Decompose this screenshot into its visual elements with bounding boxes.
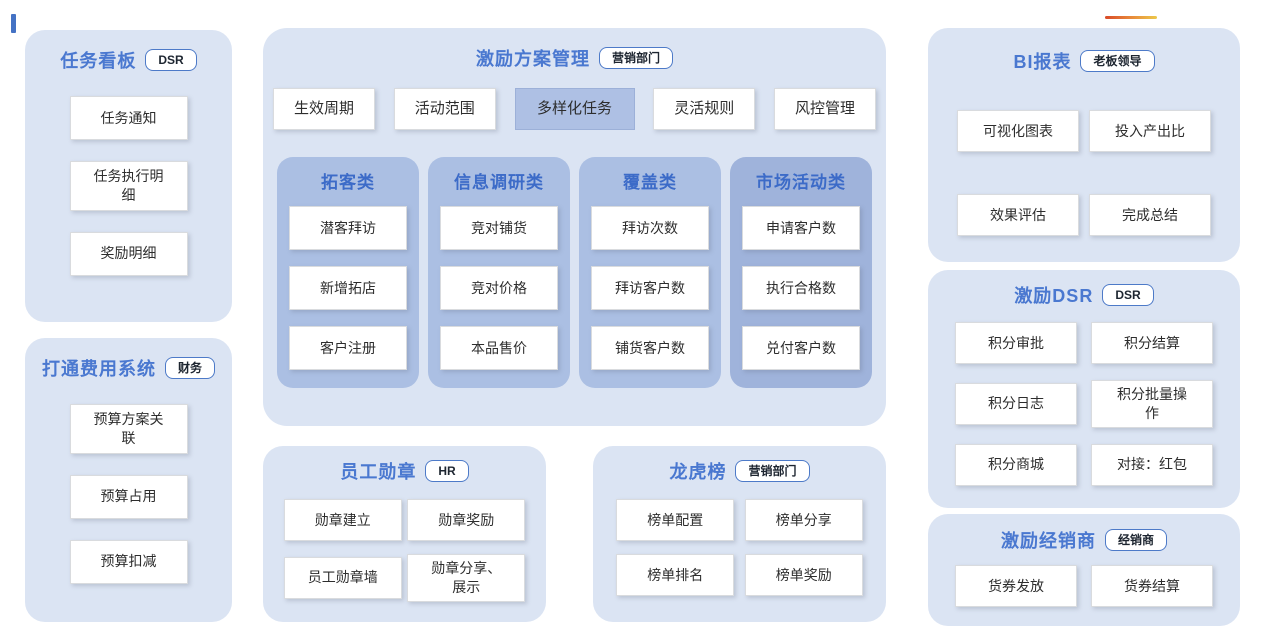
employee-badge-title: 员工勋章 xyxy=(340,462,417,482)
item-points-log[interactable]: 积分日志 xyxy=(955,382,1077,425)
column-market-activity: 市场活动类 申请客户数 执行合格数 兑付客户数 xyxy=(730,157,872,388)
column-market-activity-title: 市场活动类 xyxy=(756,173,846,192)
incentive-title-row: 激励方案管理 营销部门 xyxy=(263,28,886,71)
item-prospect-visit[interactable]: 潜客拜访 xyxy=(289,206,407,250)
tab-risk-control[interactable]: 风控管理 xyxy=(774,88,876,130)
incentive-dealer-title: 激励经销商 xyxy=(1000,531,1096,551)
item-ranking-reward[interactable]: 榜单奖励 xyxy=(744,554,863,596)
item-medal-reward[interactable]: 勋章奖励 xyxy=(407,499,526,541)
item-competitor-price[interactable]: 竞对价格 xyxy=(440,266,558,310)
item-effect-evaluation[interactable]: 效果评估 xyxy=(957,194,1079,236)
employee-badge-items: 勋章建立 勋章奖励 员工勋章墙 勋章分享、展示 xyxy=(263,499,546,602)
tab-activity-scope[interactable]: 活动范围 xyxy=(393,88,496,130)
incentive-tabs: 生效周期 活动范围 多样化任务 灵活规则 风控管理 xyxy=(263,88,886,130)
leaderboard-role-badge: 营销部门 xyxy=(735,459,810,483)
employee-badge-role-badge: HR xyxy=(425,459,469,483)
item-budget-occupy[interactable]: 预算占用 xyxy=(69,474,188,519)
column-info-research-title: 信息调研类 xyxy=(454,173,544,192)
task-category-columns: 拓客类 潜客拜访 新增拓店 客户注册 信息调研类 竞对铺货 竞对价格 本品售价 … xyxy=(263,157,886,388)
incentive-title: 激励方案管理 xyxy=(475,49,590,69)
panel-incentive-mgmt: 激励方案管理 营销部门 生效周期 活动范围 多样化任务 灵活规则 风控管理 拓客… xyxy=(263,28,886,426)
item-redpacket-integration[interactable]: 对接：红包 xyxy=(1091,443,1213,486)
incentive-dealer-role-badge: 经销商 xyxy=(1104,528,1167,552)
item-visual-charts[interactable]: 可视化图表 xyxy=(957,110,1079,152)
item-own-product-price[interactable]: 本品售价 xyxy=(440,326,558,370)
bi-report-role-badge: 老板领导 xyxy=(1080,49,1155,73)
item-points-batch-ops[interactable]: 积分批量操作 xyxy=(1091,380,1213,428)
item-task-notice[interactable]: 任务通知 xyxy=(69,96,188,140)
item-budget-plan-link[interactable]: 预算方案关联 xyxy=(69,404,188,454)
item-completion-summary[interactable]: 完成总结 xyxy=(1089,194,1211,236)
incentive-dealer-items: 货券发放 货券结算 xyxy=(928,565,1240,607)
column-coverage-title: 覆盖类 xyxy=(623,173,677,192)
panel-incentive-dsr: 激励DSR DSR 积分审批 积分结算 积分日志 积分批量操作 积分商城 对接：… xyxy=(928,270,1240,508)
item-medal-create[interactable]: 勋章建立 xyxy=(283,499,402,541)
leaderboard-items: 榜单配置 榜单分享 榜单排名 榜单奖励 xyxy=(593,499,886,596)
item-ranking-share[interactable]: 榜单分享 xyxy=(744,499,863,541)
task-board-title: 任务看板 xyxy=(60,51,137,71)
item-competitor-distribution[interactable]: 竞对铺货 xyxy=(440,206,558,250)
decorative-orange-line xyxy=(1105,16,1157,19)
incentive-dsr-title-row: 激励DSR DSR xyxy=(928,270,1240,308)
item-budget-deduct[interactable]: 预算扣减 xyxy=(69,539,188,584)
item-new-store-expansion[interactable]: 新增拓店 xyxy=(289,266,407,310)
item-apply-customer-count[interactable]: 申请客户数 xyxy=(742,206,860,250)
bi-report-title-row: BI报表 老板领导 xyxy=(928,28,1240,74)
expense-title-row: 打通费用系统 财务 xyxy=(25,338,232,381)
panel-employee-badge: 员工勋章 HR 勋章建立 勋章奖励 员工勋章墙 勋章分享、展示 xyxy=(263,446,546,622)
item-qualified-execution-count[interactable]: 执行合格数 xyxy=(742,266,860,310)
panel-expense-system: 打通费用系统 财务 预算方案关联 预算占用 预算扣减 xyxy=(25,338,232,622)
incentive-dsr-items: 积分审批 积分结算 积分日志 积分批量操作 积分商城 对接：红包 xyxy=(928,322,1240,486)
task-board-role-badge: DSR xyxy=(145,48,197,72)
column-customer-expansion-title: 拓客类 xyxy=(321,173,375,192)
incentive-role-badge: 营销部门 xyxy=(598,46,673,70)
item-voucher-issue[interactable]: 货券发放 xyxy=(955,565,1077,607)
item-medal-wall[interactable]: 员工勋章墙 xyxy=(283,556,402,599)
item-roi-ratio[interactable]: 投入产出比 xyxy=(1089,110,1211,152)
column-coverage: 覆盖类 拜访次数 拜访客户数 铺货客户数 xyxy=(579,157,721,388)
item-task-execution-detail[interactable]: 任务执行明细 xyxy=(69,161,188,211)
panel-bi-report: BI报表 老板领导 可视化图表 投入产出比 效果评估 完成总结 xyxy=(928,28,1240,262)
leaderboard-title-row: 龙虎榜 营销部门 xyxy=(593,446,886,484)
item-reward-detail[interactable]: 奖励明细 xyxy=(69,231,188,276)
item-voucher-settlement[interactable]: 货券结算 xyxy=(1091,565,1213,607)
panel-leaderboard: 龙虎榜 营销部门 榜单配置 榜单分享 榜单排名 榜单奖励 xyxy=(593,446,886,622)
accent-bar xyxy=(11,14,16,33)
item-visit-customer-count[interactable]: 拜访客户数 xyxy=(591,266,709,310)
panel-task-board: 任务看板 DSR 任务通知 任务执行明细 奖励明细 xyxy=(25,30,232,322)
bi-report-items: 可视化图表 投入产出比 效果评估 完成总结 xyxy=(928,110,1240,236)
expense-title: 打通费用系统 xyxy=(41,359,156,379)
item-points-mall[interactable]: 积分商城 xyxy=(955,443,1077,486)
tab-flexible-rules[interactable]: 灵活规则 xyxy=(653,88,756,130)
expense-role-badge: 财务 xyxy=(164,356,215,380)
column-info-research: 信息调研类 竞对铺货 竞对价格 本品售价 xyxy=(428,157,570,388)
item-points-approval[interactable]: 积分审批 xyxy=(955,322,1077,364)
incentive-dealer-title-row: 激励经销商 经销商 xyxy=(928,514,1240,553)
item-distribution-customer-count[interactable]: 铺货客户数 xyxy=(591,326,709,370)
item-redeem-customer-count[interactable]: 兑付客户数 xyxy=(742,326,860,370)
employee-badge-title-row: 员工勋章 HR xyxy=(263,446,546,484)
task-board-items: 任务通知 任务执行明细 奖励明细 xyxy=(25,96,232,276)
incentive-dsr-role-badge: DSR xyxy=(1102,283,1154,307)
item-ranking-order[interactable]: 榜单排名 xyxy=(616,554,735,596)
bi-report-title: BI报表 xyxy=(1013,52,1072,72)
item-visit-count[interactable]: 拜访次数 xyxy=(591,206,709,250)
task-board-title-row: 任务看板 DSR xyxy=(25,30,232,73)
item-customer-register[interactable]: 客户注册 xyxy=(289,326,407,370)
expense-items: 预算方案关联 预算占用 预算扣减 xyxy=(25,404,232,584)
item-points-settlement[interactable]: 积分结算 xyxy=(1091,322,1213,364)
column-customer-expansion: 拓客类 潜客拜访 新增拓店 客户注册 xyxy=(277,157,419,388)
incentive-dsr-title: 激励DSR xyxy=(1014,286,1094,306)
item-medal-share-display[interactable]: 勋章分享、展示 xyxy=(407,554,526,602)
item-ranking-config[interactable]: 榜单配置 xyxy=(616,499,735,541)
tab-diverse-tasks[interactable]: 多样化任务 xyxy=(514,88,635,130)
tab-effective-period[interactable]: 生效周期 xyxy=(273,88,375,130)
panel-incentive-dealer: 激励经销商 经销商 货券发放 货券结算 xyxy=(928,514,1240,626)
leaderboard-title: 龙虎榜 xyxy=(669,462,727,482)
